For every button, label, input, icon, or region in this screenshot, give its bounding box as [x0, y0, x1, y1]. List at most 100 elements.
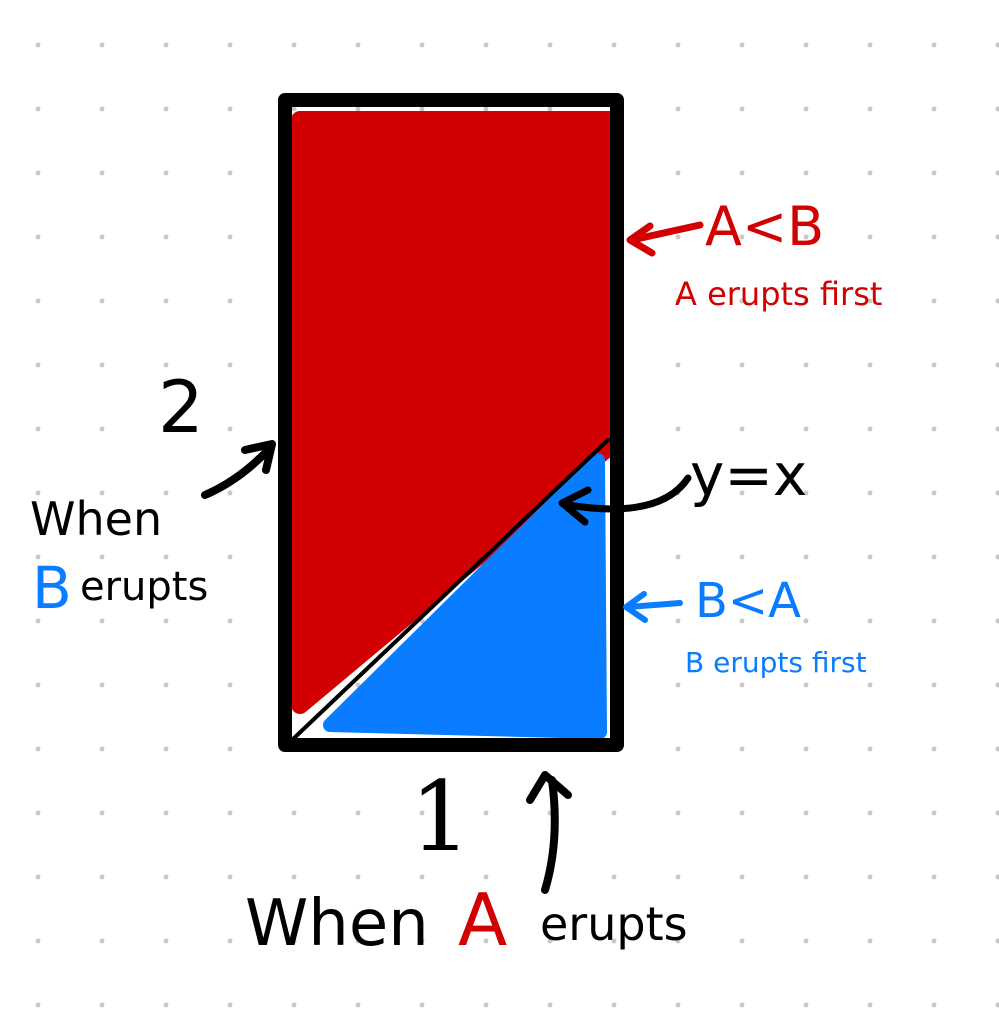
grid-dot: [163, 746, 169, 752]
grid-dot: [739, 554, 745, 560]
grid-dot: [931, 618, 937, 624]
grid-dot: [99, 42, 105, 48]
grid-dot: [547, 42, 553, 48]
grid-dot: [931, 810, 937, 816]
grid-dot: [99, 298, 105, 304]
grid-dot: [35, 426, 41, 432]
grid-dot: [547, 106, 553, 112]
grid-dot: [99, 170, 105, 176]
grid-dot: [803, 362, 809, 368]
grid-dot: [995, 746, 999, 752]
grid-dot: [931, 938, 937, 944]
grid-dot: [995, 1002, 999, 1008]
grid-dot: [675, 106, 681, 112]
bottom-dimension-label: 1: [410, 761, 471, 873]
grid-dot: [867, 938, 873, 944]
left-arrow-icon: [201, 444, 274, 499]
grid-dot: [995, 106, 999, 112]
grid-dot: [739, 298, 745, 304]
grid-dot: [99, 746, 105, 752]
blue-sub-label: B erupts first: [685, 646, 867, 679]
left-b-letter: B: [32, 554, 72, 622]
diagonal-arrowhead-icon: [558, 486, 592, 526]
grid-dot: [803, 490, 809, 496]
grid-dot: [99, 1002, 105, 1008]
grid-dot: [99, 234, 105, 240]
grid-dot: [355, 810, 361, 816]
grid-dot: [675, 298, 681, 304]
grid-dot: [227, 106, 233, 112]
grid-dot: [867, 618, 873, 624]
grid-dot: [675, 362, 681, 368]
grid-dot: [227, 170, 233, 176]
grid-dot: [355, 106, 361, 112]
grid-dot: [99, 554, 105, 560]
grid-dot: [163, 234, 169, 240]
diagonal-line: [290, 438, 610, 742]
grid-dot: [227, 298, 233, 304]
grid-dot: [675, 234, 681, 240]
grid-dot: [675, 618, 681, 624]
grid-dot: [675, 42, 681, 48]
grid-dot: [995, 874, 999, 880]
grid-dot: [611, 874, 617, 880]
grid-dot: [35, 746, 41, 752]
grid-dot: [867, 810, 873, 816]
bottom-a-letter: A: [458, 878, 507, 962]
grid-dot: [163, 106, 169, 112]
grid-dot: [291, 106, 297, 112]
grid-dot: [35, 106, 41, 112]
grid-dot: [931, 874, 937, 880]
red-arrowhead-icon: [626, 222, 656, 257]
grid-dot: [675, 1002, 681, 1008]
grid-dot: [803, 938, 809, 944]
grid-dot: [547, 938, 553, 944]
grid-dot: [35, 490, 41, 496]
grid-dot: [995, 810, 999, 816]
grid-dot: [867, 746, 873, 752]
grid-dot: [99, 106, 105, 112]
grid-dot: [867, 42, 873, 48]
diagonal-label: y=x: [690, 441, 807, 509]
grid-dot: [355, 1002, 361, 1008]
grid-dot: [931, 426, 937, 432]
bottom-arrowhead-icon: [526, 771, 572, 804]
grid-dot: [483, 1002, 489, 1008]
grid-dot: [99, 426, 105, 432]
left-dimension-label: 2: [158, 365, 204, 449]
grid-dot: [739, 938, 745, 944]
grid-dot: [227, 810, 233, 816]
grid-dot: [931, 554, 937, 560]
grid-dot: [739, 490, 745, 496]
grid-dot: [739, 170, 745, 176]
grid-dot: [291, 938, 297, 944]
left-arrowhead-icon: [241, 440, 276, 474]
grid-dot: [995, 170, 999, 176]
grid-dot: [803, 554, 809, 560]
grid-dot: [99, 938, 105, 944]
grid-dot: [163, 170, 169, 176]
grid-dot: [419, 874, 425, 880]
grid-dot: [35, 874, 41, 880]
grid-dot: [867, 426, 873, 432]
grid-dot: [739, 618, 745, 624]
grid-dot: [35, 170, 41, 176]
grid-dot: [227, 618, 233, 624]
grid-dot: [227, 490, 233, 496]
grid-dot: [675, 682, 681, 688]
bottom-when-text: When: [245, 887, 429, 961]
grid-dot: [675, 746, 681, 752]
red-sub-label: A erupts first: [675, 275, 882, 313]
grid-dot: [163, 490, 169, 496]
grid-dot: [739, 746, 745, 752]
grid-dot: [99, 682, 105, 688]
grid-dot: [35, 42, 41, 48]
grid-dot: [547, 1002, 553, 1008]
grid-dot: [227, 746, 233, 752]
grid-dot: [803, 1002, 809, 1008]
grid-dot: [163, 1002, 169, 1008]
grid-dot: [867, 1002, 873, 1008]
grid-dot: [803, 234, 809, 240]
grid-dot: [867, 362, 873, 368]
grid-dot: [355, 938, 361, 944]
